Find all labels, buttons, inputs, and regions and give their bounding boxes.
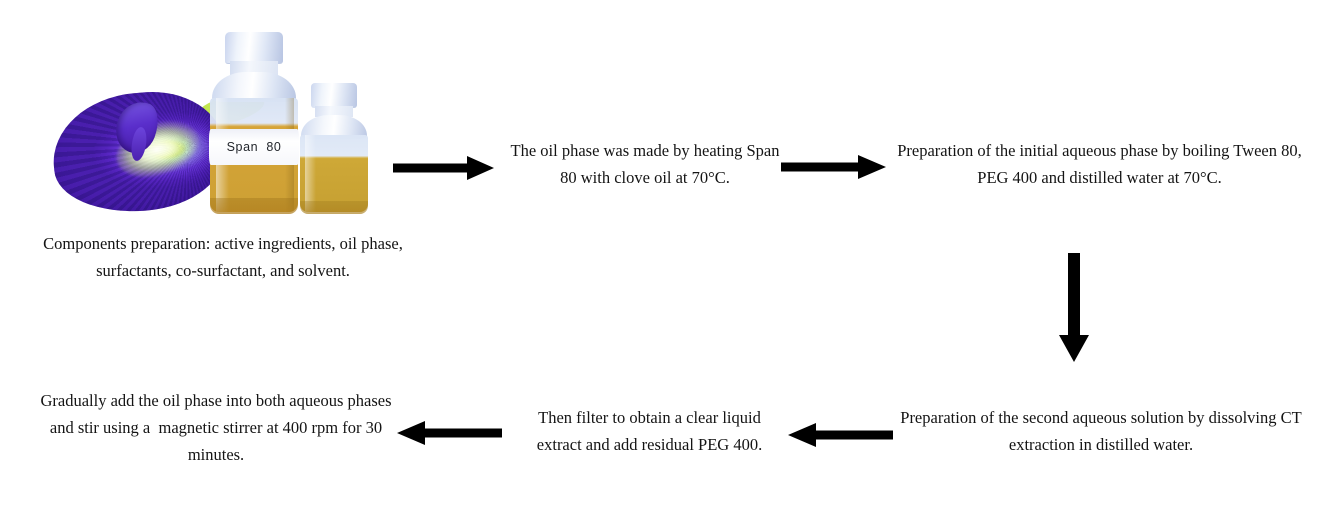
- bottle-cap: [311, 83, 357, 108]
- bottle-bottom: [210, 198, 298, 214]
- butterfly-pea-flower-icon: [48, 80, 268, 219]
- arrow-step4-to-step5: [787, 419, 893, 451]
- arrow-step5-to-step6: [396, 417, 502, 449]
- span-80-bottle: Span 80: [208, 32, 300, 214]
- step-3-caption: Preparation of the initial aqueous phase…: [897, 141, 1306, 187]
- step-4-caption: Preparation of the second aqueous soluti…: [900, 408, 1306, 454]
- clove-oil-bottle: [298, 83, 370, 214]
- bottle-bottom: [300, 201, 368, 214]
- bottle-neck: [315, 106, 353, 117]
- step-2-caption: The oil phase was made by heating Span 8…: [510, 141, 784, 187]
- step-6-caption: Gradually add the oil phase into both aq…: [40, 391, 396, 464]
- step-1-caption: Components preparation: active ingredien…: [43, 234, 407, 280]
- arrow-step3-to-step4: [1056, 253, 1092, 363]
- bottle-label-text: Span 80: [226, 140, 282, 154]
- bottle-label: Span 80: [209, 129, 299, 165]
- arrow-step2-to-step3: [781, 151, 887, 183]
- bottle-shoulder: [212, 72, 296, 102]
- bottle-cap: [225, 32, 283, 64]
- bottle-body: [300, 135, 368, 212]
- step-5-caption: Then filter to obtain a clear liquid ext…: [536, 408, 765, 454]
- bottle-neck: [230, 61, 278, 75]
- arrow-step1-to-step2: [393, 152, 495, 184]
- step-1-image: Span 80: [45, 25, 385, 220]
